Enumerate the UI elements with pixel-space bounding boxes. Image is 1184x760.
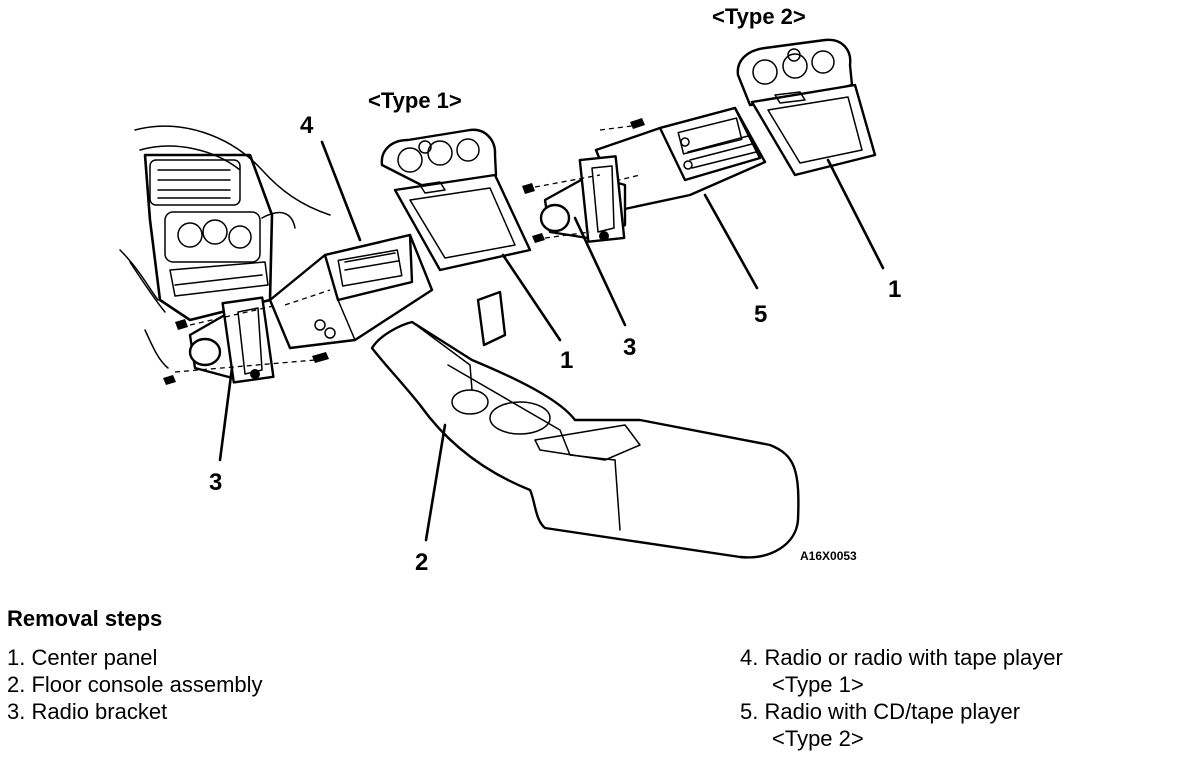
- callout-4: 4: [300, 112, 314, 139]
- step-4-type: <Type 1>: [772, 672, 864, 697]
- removal-steps-heading: Removal steps: [7, 606, 163, 631]
- type1-label: <Type 1>: [368, 88, 462, 113]
- step-2: 2. Floor console assembly: [7, 672, 263, 697]
- step-1: 1. Center panel: [7, 645, 158, 670]
- callout-5: 5: [754, 301, 767, 328]
- radio-type1: [268, 233, 434, 350]
- step-3: 3. Radio bracket: [7, 699, 168, 724]
- leader-lines: [218, 140, 885, 542]
- step-4: 4. Radio or radio with tape player: [740, 645, 1063, 670]
- radio-type2: [594, 106, 767, 212]
- radio-bracket-left: [163, 296, 329, 385]
- step-5: 5. Radio with CD/tape player: [740, 699, 1021, 724]
- center-panel-type2: [736, 38, 877, 177]
- callout-1-type2: 1: [888, 276, 901, 303]
- removal-steps-left: 1. Center panel 2. Floor console assembl…: [7, 644, 263, 725]
- callout-3-type2: 3: [623, 334, 636, 361]
- step-5-type: <Type 2>: [772, 726, 864, 751]
- figure-code: A16X0053: [800, 549, 857, 563]
- exploded-view-diagram: <Type 1> <Type 2> 4 3 2 1 3 5 1 A16X0053: [119, 4, 901, 576]
- radio-bracket-type2: [522, 155, 627, 243]
- removal-steps-right: 4. Radio or radio with tape player <Type…: [740, 644, 1063, 752]
- callout-2: 2: [415, 549, 428, 576]
- floor-console: [370, 290, 800, 559]
- center-panel-type1: [380, 128, 532, 272]
- type2-label: <Type 2>: [712, 4, 806, 29]
- callout-3-left: 3: [209, 469, 222, 496]
- callout-1-type1: 1: [560, 347, 573, 374]
